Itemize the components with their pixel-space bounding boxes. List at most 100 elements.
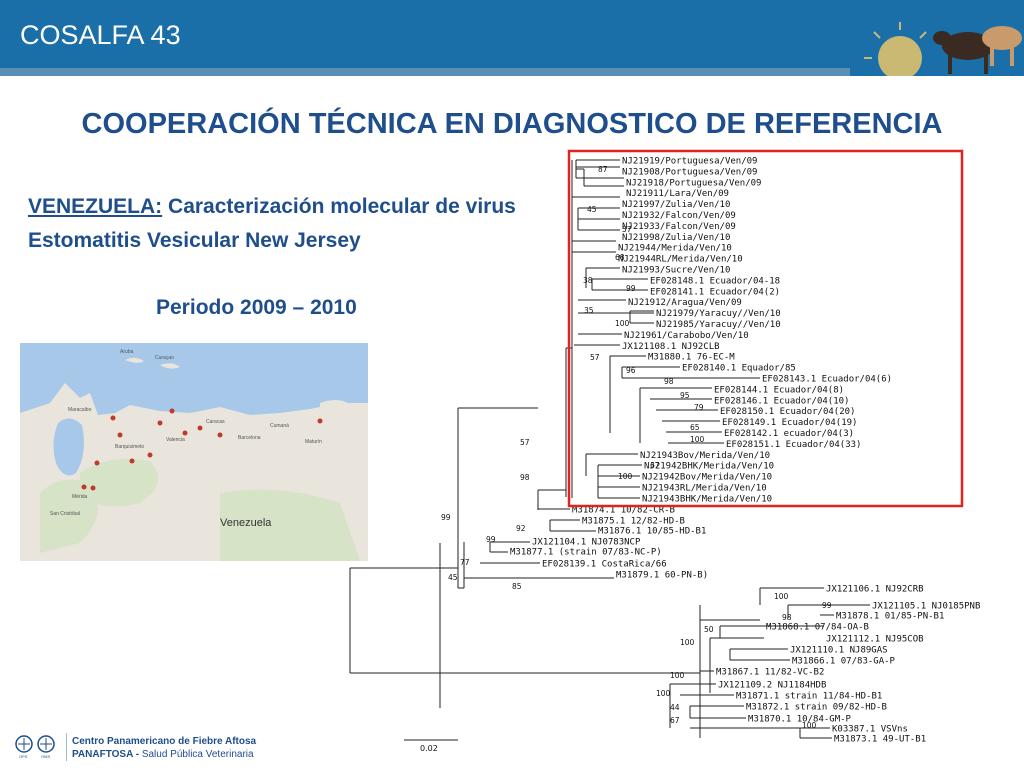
description-text: Caracterización molecular de virus Estom… <box>28 195 516 252</box>
map-marker <box>147 452 153 458</box>
svg-text:OMS: OMS <box>41 754 50 759</box>
bootstrap-value: 100 <box>618 472 633 481</box>
bootstrap-value: 44 <box>670 703 680 712</box>
bootstrap-value: 57 <box>520 438 530 447</box>
tree-leaf-label: NJ21932/Falcon/Ven/09 <box>622 211 736 221</box>
bootstrap-value: 96 <box>626 366 636 375</box>
bootstrap-value: 100 <box>680 638 695 647</box>
map-markers <box>81 408 323 491</box>
tree-leaf-label: M31878.1 01/85-PN-B1 <box>836 612 944 622</box>
bootstrap-value: 99 <box>626 284 636 293</box>
tree-leaf-label: EF028140.1 Equador/85 <box>682 364 796 374</box>
tree-leaf-label: M31867.1 11/82-VC-B2 <box>716 668 824 678</box>
tree-leaf-label: M31879.1 60-PN-B) <box>616 571 708 581</box>
bootstrap-value: 79 <box>694 403 704 412</box>
org-acronym: PANAFTOSA - <box>72 749 140 760</box>
tree-leaf-label: M31873.1 49-UT-B1 <box>834 735 926 745</box>
tree-leaf-label: EF028139.1 CostaRica/66 <box>542 560 667 570</box>
tree-leaf-label: NJ21944/Merida/Ven/10 <box>618 244 732 254</box>
map-city-label: Barquisimeto <box>115 444 144 450</box>
tree-leaf-label: JX121108.1 NJ92CLB <box>622 342 720 352</box>
description: VENEZUELA: Caracterización molecular de … <box>28 190 548 258</box>
tree-leaf-label: NJ21998/Zulia/Ven/10 <box>622 233 730 243</box>
bootstrap-value: 95 <box>680 391 690 400</box>
bootstrap-value: 87 <box>598 165 608 174</box>
tree-leaf-label: M31868.1 07/84-OA-B <box>766 623 869 633</box>
bootstrap-value: 100 <box>656 689 671 698</box>
bootstrap-value: 67 <box>650 461 660 470</box>
venezuela-map: Venezuela Aruba Curaçao Maracaibo Barqui… <box>20 343 368 561</box>
tree-leaf-label: JX121110.1 NJ89GAS <box>790 646 888 656</box>
footer-divider <box>66 733 67 761</box>
tree-leaf-label: M31876.1 10/85-HD-B1 <box>598 527 706 537</box>
bootstrap-value: 99 <box>441 513 451 522</box>
tree-leaf-label: M31880.1 76-EC-M <box>648 353 735 363</box>
map-city-label: San Cristóbal <box>50 511 80 517</box>
ops-logo-icon <box>15 735 33 753</box>
bootstrap-value: 50 <box>704 625 714 634</box>
tree-leaf-label: JX121106.1 NJ92CRB <box>826 585 924 595</box>
bootstrap-value: 45 <box>587 205 597 214</box>
tree-leaf-label: NJ21943RL/Merida/Ven/10 <box>642 484 767 494</box>
map-country-label: Venezuela <box>220 517 272 529</box>
tree-leaf-label: EF028148.1 Ecuador/04-18 <box>650 276 780 286</box>
map-marker <box>217 432 223 438</box>
bootstrap-value: 65 <box>690 423 700 432</box>
tree-leaf-label: NJ21944RL/Merida/Ven/10 <box>618 255 743 265</box>
tree-leaf-label: M31877.1 (strain 07/83-NC-P) <box>510 548 662 558</box>
tree-leaf-label: JX121105.1 NJ0185PNB <box>872 602 980 612</box>
scale-label: 0.02 <box>420 744 438 753</box>
org-name: Centro Panamericano de Fiebre Aftosa <box>72 736 257 747</box>
bootstrap-value: 92 <box>516 524 526 533</box>
tree-leaf-label: EF028142.1 ecuador/04(3) <box>724 429 854 439</box>
bootstrap-value: 99 <box>486 535 496 544</box>
map-city-label: Valencia <box>166 437 185 443</box>
tree-leaf-label: NJ21919/Portuguesa/Ven/09 <box>622 157 757 167</box>
map-marker <box>110 415 116 421</box>
tree-leaf-label: EF028151.1 Ecuador/04(33) <box>726 440 861 450</box>
org-subtitle: Salud Pública Veterinaria <box>139 749 254 760</box>
tree-leaf-label: NJ21942Bov/Merida/Ven/10 <box>642 473 772 483</box>
map-city-label: Aruba <box>120 349 134 355</box>
highlight-box <box>567 149 964 508</box>
map-city-label: Maracaibo <box>68 407 92 413</box>
tree-leaf-label: M31870.1 10/84-GM-P <box>748 715 852 725</box>
map-marker <box>90 485 96 491</box>
map-marker <box>117 432 123 438</box>
tree-leaf-label: EF028141.1 Ecuador/04(2) <box>650 287 780 297</box>
header-stripe <box>0 68 1024 76</box>
bootstrap-value: 100 <box>670 671 685 680</box>
tree-leaf-label: M31872.1 strain 09/82-HD-B <box>746 703 887 713</box>
map-marker <box>197 425 203 431</box>
slide-title: COOPERACIÓN TÉCNICA EN DIAGNOSTICO DE RE… <box>81 108 943 140</box>
header-title: COSALFA 43 <box>20 20 181 50</box>
bootstrap-value: 57 <box>590 353 600 362</box>
bootstrap-value: 100 <box>615 319 630 328</box>
map-city-label: Maturín <box>305 439 322 445</box>
tree-leaf-label: NJ21997/Zulia/Ven/10 <box>622 200 730 210</box>
tree-leaf-label: NJ21942BHK/Merida/Ven/10 <box>644 462 774 472</box>
tree-leaf-label: NJ21943BHK/Merida/Ven/10 <box>642 494 772 504</box>
sun-logo-icon <box>864 22 927 76</box>
cattle-icon <box>933 26 1022 74</box>
bootstrap-value: 100 <box>802 721 817 730</box>
map-marker <box>182 430 188 436</box>
bootstrap-value: 57 <box>622 225 632 234</box>
bootstrap-value: 35 <box>584 306 594 315</box>
tree-leaf-label: EF028143.1 Ecuador/04(6) <box>762 375 892 385</box>
oms-logo-icon <box>37 735 55 753</box>
tree-leaf-label: EF028149.1 Ecuador/04(19) <box>722 418 857 428</box>
bootstrap-value: 98 <box>520 473 530 482</box>
tree-leaf-label: M31875.1 12/82-HD-B <box>582 517 685 527</box>
tree-leaf-label: JX121112.1 NJ95COB <box>826 635 924 645</box>
map-marker <box>129 458 135 464</box>
map-city-label: Caracas <box>206 419 225 425</box>
footer-org: Centro Panamericano de Fiebre Aftosa PAN… <box>72 735 256 761</box>
bootstrap-value: 98 <box>782 613 792 622</box>
tree-leaf-label: M31866.1 07/83-GA-P <box>792 657 896 667</box>
country-label: VENEZUELA: <box>28 195 163 218</box>
tree-leaf-label: M31874.1 10/82-CR-B <box>572 506 675 516</box>
map-city-label: Cumaná <box>270 423 289 429</box>
phylogenetic-tree: NJ21919/Portuguesa/Ven/09NJ21908/Portugu… <box>349 149 980 753</box>
tree-leaf-label: NJ21912/Aragua/Ven/09 <box>628 298 742 308</box>
